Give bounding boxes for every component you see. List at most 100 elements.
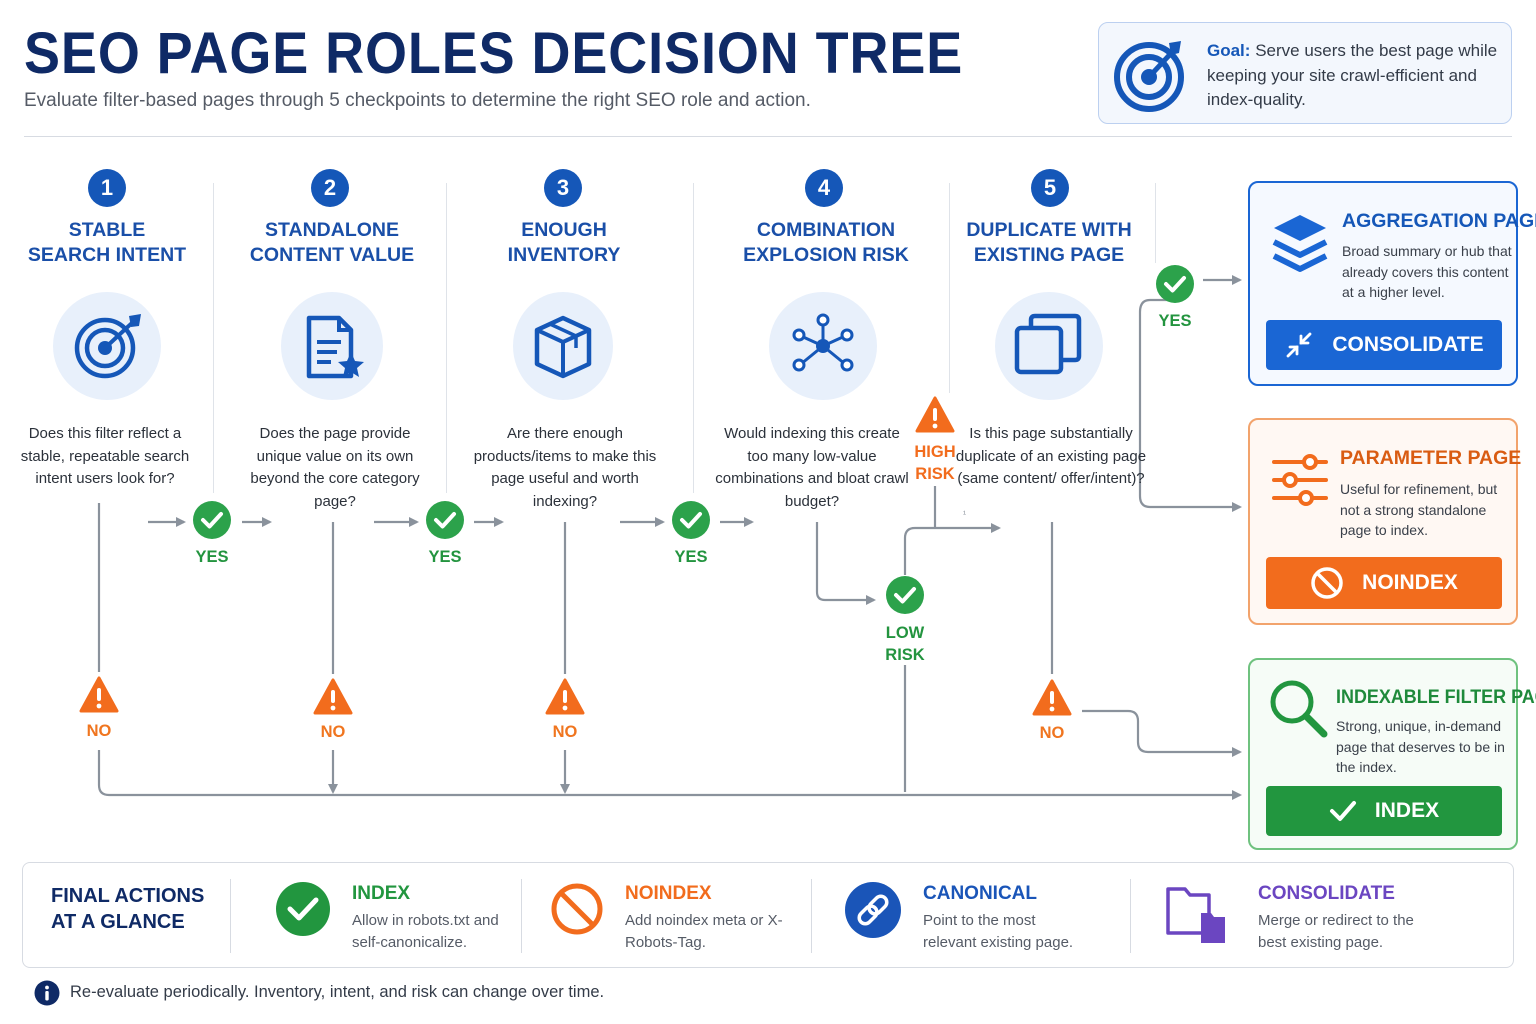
compress-arrows-icon <box>1286 332 1312 358</box>
checkpoint-title-line: EXISTING PAGE <box>973 244 1125 266</box>
check-circle-icon <box>1156 265 1194 303</box>
checkpoint-title-line: ENOUGH <box>521 219 607 241</box>
checkpoint-question: Would indexing this create too many low-… <box>715 425 909 510</box>
high-risk-label: HIGH RISK <box>900 441 970 485</box>
checkpoint-question: Does the page provide unique value on it… <box>250 425 420 510</box>
no-label: NO <box>86 722 112 740</box>
legend-item-head: INDEX <box>352 883 411 904</box>
stray-mark: ¹ <box>963 509 966 519</box>
checkpoint-question: Is this page substantially duplicate of … <box>955 425 1147 487</box>
legend-divider <box>1130 879 1131 953</box>
legend-item-desc: Merge or redirect to the best existing p… <box>1258 912 1414 951</box>
consolidate-button[interactable]: CONSOLIDATE <box>1266 320 1502 370</box>
column-divider <box>949 183 950 393</box>
checkpoint-title-line: CONTENT VALUE <box>249 244 415 266</box>
search-icon <box>1270 680 1328 738</box>
checkpoint-title: STABLE SEARCH INTENT <box>0 218 227 268</box>
footnote-text: Re-evaluate periodically. Inventory, int… <box>70 983 605 1001</box>
legend-divider <box>811 879 812 953</box>
warning-icon <box>79 676 119 713</box>
yes-label: YES <box>428 548 462 566</box>
checkpoint-title: STANDALONE CONTENT VALUE <box>212 218 452 268</box>
target-icon <box>1114 41 1184 112</box>
index-button[interactable]: INDEX <box>1266 786 1502 836</box>
column-divider <box>693 183 694 493</box>
copy-pages-icon <box>1014 313 1082 375</box>
checkpoint-number: 3 <box>544 169 582 207</box>
folder-merge-icon <box>1166 887 1225 943</box>
sliders-icon <box>1272 454 1328 506</box>
check-circle-icon <box>276 882 330 936</box>
checkpoint-title-line: STABLE <box>68 219 146 241</box>
checkpoint-title: ENOUGH INVENTORY <box>444 218 684 268</box>
yes-label: YES <box>1158 312 1192 330</box>
checkpoint-title-line: SEARCH INTENT <box>27 244 187 266</box>
check-circle-icon <box>886 576 924 614</box>
page-title: SEO PAGE ROLES DECISION TREE <box>24 21 964 86</box>
info-icon <box>34 980 60 1006</box>
box-icon <box>534 315 592 379</box>
legend-divider <box>230 879 231 953</box>
low-risk-line: LOW <box>885 624 925 642</box>
checkpoint-title-line: INVENTORY <box>507 244 621 266</box>
header-divider <box>24 136 1512 137</box>
checkpoint-title-line: DUPLICATE WITH <box>966 219 1132 241</box>
no-label: NO <box>552 723 578 741</box>
checkpoint-icon-circle <box>513 292 613 400</box>
check-circle-icon <box>672 501 710 539</box>
link-icon <box>845 882 901 938</box>
outcome-title: INDEXABLE FILTER PAGE <box>1336 686 1536 708</box>
checkpoint-number: 5 <box>1031 169 1069 207</box>
check-circle-icon <box>193 501 231 539</box>
checkpoint-title: DUPLICATE WITH EXISTING PAGE <box>929 218 1169 268</box>
checkpoint-icon-circle <box>53 292 161 400</box>
checkpoint-number: 2 <box>311 169 349 207</box>
column-divider <box>213 183 214 493</box>
checkpoint-title-line: EXPLOSION RISK <box>743 244 909 266</box>
goal-description: Serve users the best page while keeping … <box>1207 41 1498 109</box>
legend-item-head: CONSOLIDATE <box>1258 883 1395 904</box>
outcome-description: Useful for refinement, but not a strong … <box>1340 481 1498 538</box>
checkpoint-title-line: COMBINATION <box>756 219 896 241</box>
noindex-button[interactable]: NOINDEX <box>1266 557 1502 609</box>
consolidate-button-label: CONSOLIDATE <box>1332 333 1484 356</box>
warning-icon <box>313 678 353 715</box>
high-risk-line: RISK <box>915 465 955 483</box>
checkpoint-icon-circle <box>769 292 877 400</box>
index-button-label: INDEX <box>1374 799 1440 822</box>
checkpoint-number: 1 <box>88 169 126 207</box>
check-circle-icon <box>426 501 464 539</box>
no-label: NO <box>1039 724 1065 742</box>
legend-item-desc: Add noindex meta or X-Robots-Tag. <box>625 912 783 951</box>
high-risk-line: HIGH <box>914 443 956 461</box>
no-label: NO <box>320 723 346 741</box>
legend-divider <box>521 879 522 953</box>
noindex-button-label: NOINDEX <box>1362 571 1458 594</box>
outcome-title: AGGREGATION PAGE <box>1342 210 1536 232</box>
legend-title: FINAL ACTIONS AT A GLANCE <box>51 885 205 933</box>
low-risk-line: RISK <box>885 646 925 664</box>
outcome-description: Broad summary or hub that already covers… <box>1342 243 1512 300</box>
legend-item-desc: Allow in robots.txt and self-canonicaliz… <box>352 912 499 951</box>
warning-icon <box>545 678 585 715</box>
checkpoint-title-line: STANDALONE <box>265 219 399 241</box>
checkpoint-number: 4 <box>805 169 843 207</box>
page-subtitle: Evaluate filter-based pages through 5 ch… <box>24 90 811 111</box>
parameter-page-card: PARAMETER PAGE Useful for refinement, bu… <box>1248 418 1521 625</box>
goal-text: Goal: Serve users the best page while ke… <box>1207 39 1507 113</box>
checkmark-icon <box>1329 801 1356 821</box>
column-divider <box>446 183 447 493</box>
document-star-icon <box>306 315 364 379</box>
warning-icon <box>915 396 955 433</box>
indexable-filter-page-card: INDEXABLE FILTER PAGE Strong, unique, in… <box>1248 658 1536 850</box>
final-actions-legend: FINAL ACTIONS AT A GLANCE INDEX Allow in… <box>22 862 1514 968</box>
checkpoint-question: Are there enough products/items to make … <box>473 425 657 510</box>
block-icon <box>551 883 603 935</box>
aggregation-page-card: AGGREGATION PAGE Broad summary or hub th… <box>1248 181 1536 386</box>
network-nodes-icon <box>792 313 854 372</box>
legend-item-head: NOINDEX <box>625 883 712 904</box>
outcome-description: Strong, unique, in-demand page that dese… <box>1336 718 1505 775</box>
block-icon <box>1311 567 1343 599</box>
legend-item-desc: Point to the most relevant existing page… <box>923 912 1074 951</box>
